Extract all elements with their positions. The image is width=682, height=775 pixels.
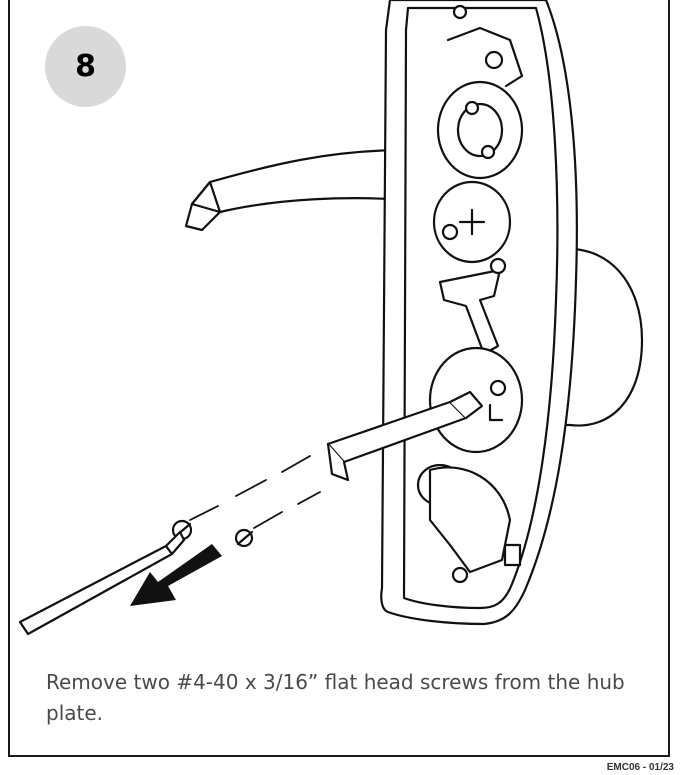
alignment-line	[253, 491, 321, 529]
alignment-line	[189, 455, 311, 521]
upper-cam	[436, 80, 524, 180]
lever-handle-tip	[190, 180, 222, 214]
lever-tab	[438, 268, 502, 356]
step-number-badge: 8	[45, 26, 126, 107]
lever-handle	[184, 148, 408, 232]
screw-1	[234, 528, 254, 548]
instruction-panel: 8 Remove two #4-40 x 3/16” flat head scr…	[8, 0, 670, 757]
step-number: 8	[75, 49, 96, 84]
lever-lock-assembly-illustration	[18, 0, 644, 636]
document-code: EMC06 - 01/23	[606, 762, 674, 773]
arrow-left-down-icon	[130, 544, 222, 606]
instruction-caption: Remove two #4-40 x 3/16” flat head screw…	[46, 670, 625, 725]
